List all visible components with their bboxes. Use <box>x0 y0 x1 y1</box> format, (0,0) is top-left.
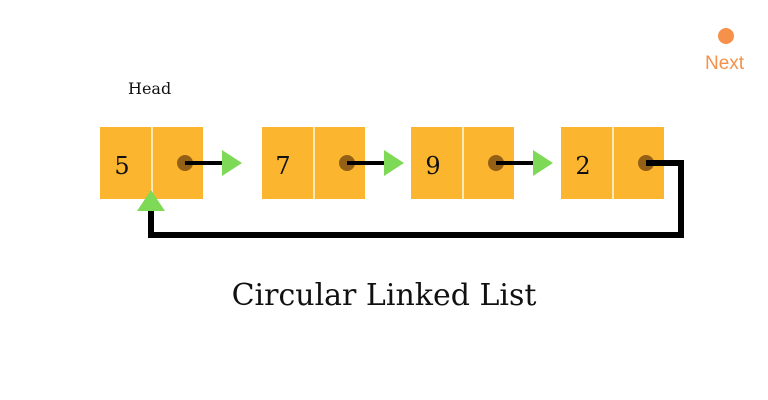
node-data-cell <box>100 127 152 199</box>
arrow-head-icon <box>533 150 553 176</box>
node-data-cell <box>561 127 613 199</box>
circular-return-link <box>148 160 684 238</box>
node-value: 2 <box>575 152 590 180</box>
node-data-cell <box>411 127 463 199</box>
node-value: 7 <box>275 152 290 180</box>
list-node: 7 <box>262 127 365 199</box>
arrow-head-icon <box>222 150 242 176</box>
head-label: Head <box>128 79 172 98</box>
node-value: 5 <box>114 152 129 180</box>
node-data-cell <box>262 127 314 199</box>
arrow-head-icon <box>384 150 404 176</box>
legend-next-label: Next <box>705 53 745 74</box>
node-value: 9 <box>425 152 440 180</box>
legend-dot-icon <box>718 28 734 44</box>
arrow-head-icon <box>137 190 165 211</box>
diagram-title: Circular Linked List <box>231 278 537 313</box>
